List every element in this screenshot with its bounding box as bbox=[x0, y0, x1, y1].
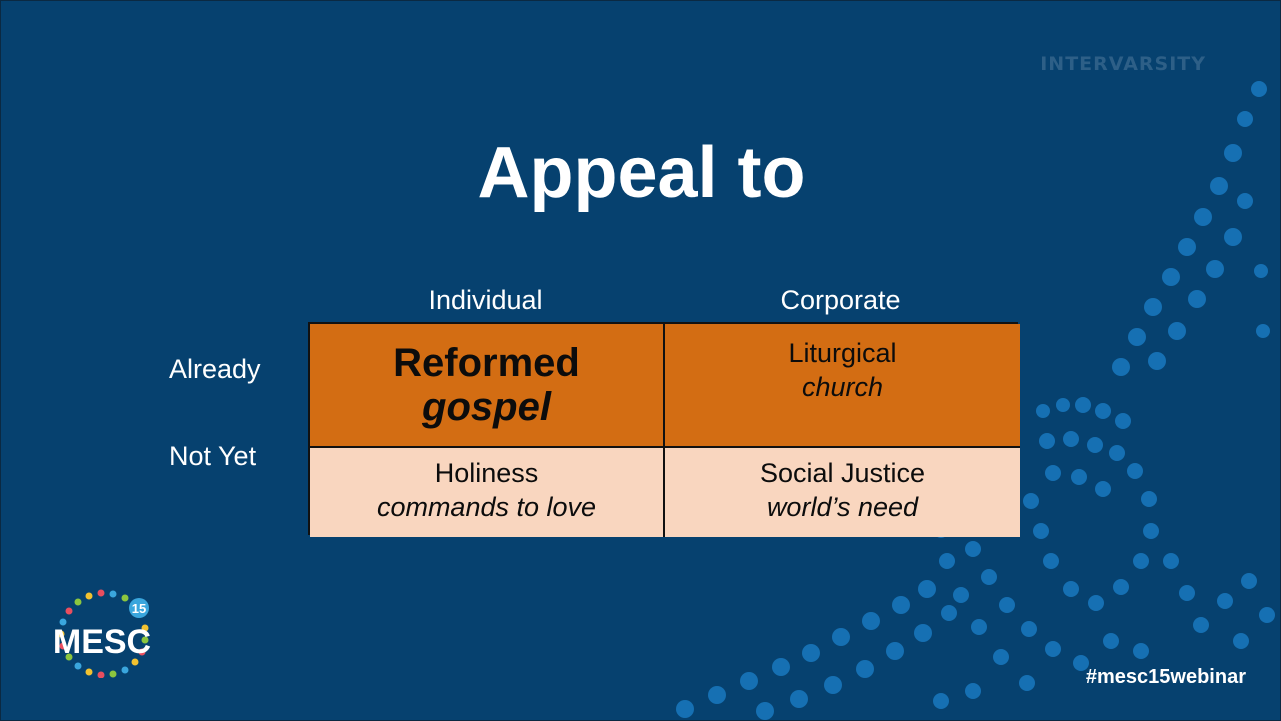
cell-liturgical-church: Liturgical church bbox=[665, 324, 1020, 448]
cell-sub-label: world’s need bbox=[766, 492, 919, 522]
cell-main-label: Social Justice bbox=[759, 458, 926, 488]
cell-main-label: Reformed bbox=[393, 341, 580, 385]
cell-social-justice: Social Justice world’s need bbox=[665, 448, 1020, 537]
logo-text: MESC bbox=[53, 623, 151, 661]
cell-main-label: Holiness bbox=[434, 458, 539, 488]
hashtag: #mesc15webinar bbox=[1085, 666, 1246, 688]
logo-badge-text: 15 bbox=[132, 601, 146, 616]
column-header-corporate: Corporate bbox=[780, 285, 901, 315]
row-header-not-yet: Not Yet bbox=[169, 441, 257, 471]
cell-sub-label: gospel bbox=[422, 385, 551, 429]
appeal-matrix: Reformed gospel Liturgical church Holine… bbox=[308, 322, 1020, 537]
brand-wordmark: INTERVARSITY bbox=[1040, 53, 1206, 75]
cell-sub-label: church bbox=[801, 372, 884, 402]
cell-holiness: Holiness commands to love bbox=[310, 448, 665, 537]
cell-main-label: Liturgical bbox=[788, 338, 897, 368]
mesc-logo: 15 MESC bbox=[53, 589, 151, 678]
slide-title: Appeal to bbox=[477, 133, 806, 213]
cell-sub-label: commands to love bbox=[376, 492, 597, 522]
row-header-already: Already bbox=[169, 354, 261, 384]
logo-dot-ring bbox=[57, 589, 149, 678]
logo-badge bbox=[129, 598, 149, 618]
column-header-individual: Individual bbox=[428, 285, 543, 315]
cell-reformed-gospel: Reformed gospel bbox=[310, 324, 665, 448]
